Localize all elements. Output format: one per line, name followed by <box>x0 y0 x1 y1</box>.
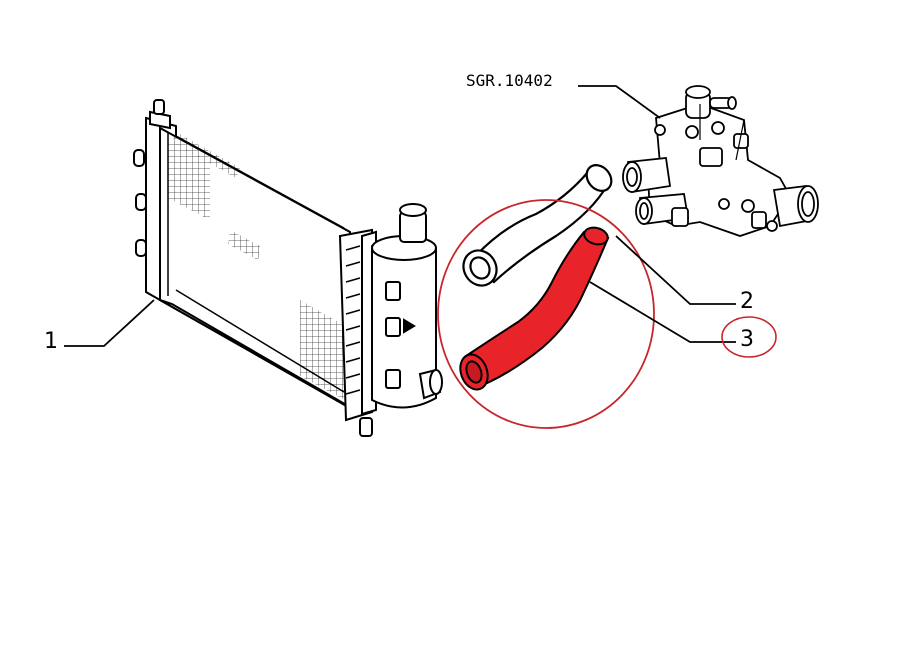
leader-hose-lower <box>589 281 736 343</box>
callout-radiator: 1 <box>44 329 58 354</box>
leader-hose-upper <box>615 235 736 305</box>
highlight-circle <box>437 199 655 429</box>
label-highlight-ring <box>721 316 777 358</box>
callout-hose-upper: 2 <box>740 289 754 314</box>
hose-upper <box>462 164 613 287</box>
hose-lower <box>459 226 610 391</box>
leader-thermostat <box>578 85 661 119</box>
callout-thermostat-code: SGR.10402 <box>466 71 553 90</box>
leader-lines <box>64 85 736 347</box>
thermostat-housing <box>622 85 819 237</box>
leader-radiator <box>64 299 155 347</box>
callout-hose-lower: 3 <box>740 327 754 352</box>
radiator <box>133 99 443 437</box>
